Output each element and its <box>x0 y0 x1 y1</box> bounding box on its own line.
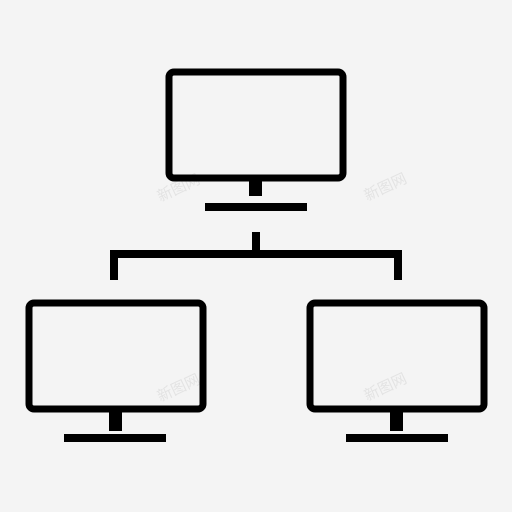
right-monitor-neck <box>390 409 403 431</box>
connector-right-drop <box>394 250 402 280</box>
connector-left-drop <box>110 250 118 280</box>
right-monitor-icon <box>306 299 488 442</box>
right-monitor-screen <box>306 299 488 413</box>
watermark-text: 新图网 <box>154 370 202 405</box>
left-monitor-icon <box>25 299 207 442</box>
connector-vertical-stem <box>252 232 260 254</box>
top-monitor-icon <box>165 68 347 211</box>
watermark-text: 新图网 <box>361 369 409 404</box>
top-monitor-neck <box>249 178 262 196</box>
connector-horizontal-bar <box>110 250 402 258</box>
watermark-text: 新图网 <box>361 169 409 204</box>
top-monitor-screen <box>165 68 347 182</box>
top-monitor-base <box>205 203 307 211</box>
left-monitor-base <box>64 434 166 442</box>
network-connector <box>110 232 402 280</box>
right-monitor-base <box>346 434 448 442</box>
left-monitor-neck <box>109 409 122 431</box>
